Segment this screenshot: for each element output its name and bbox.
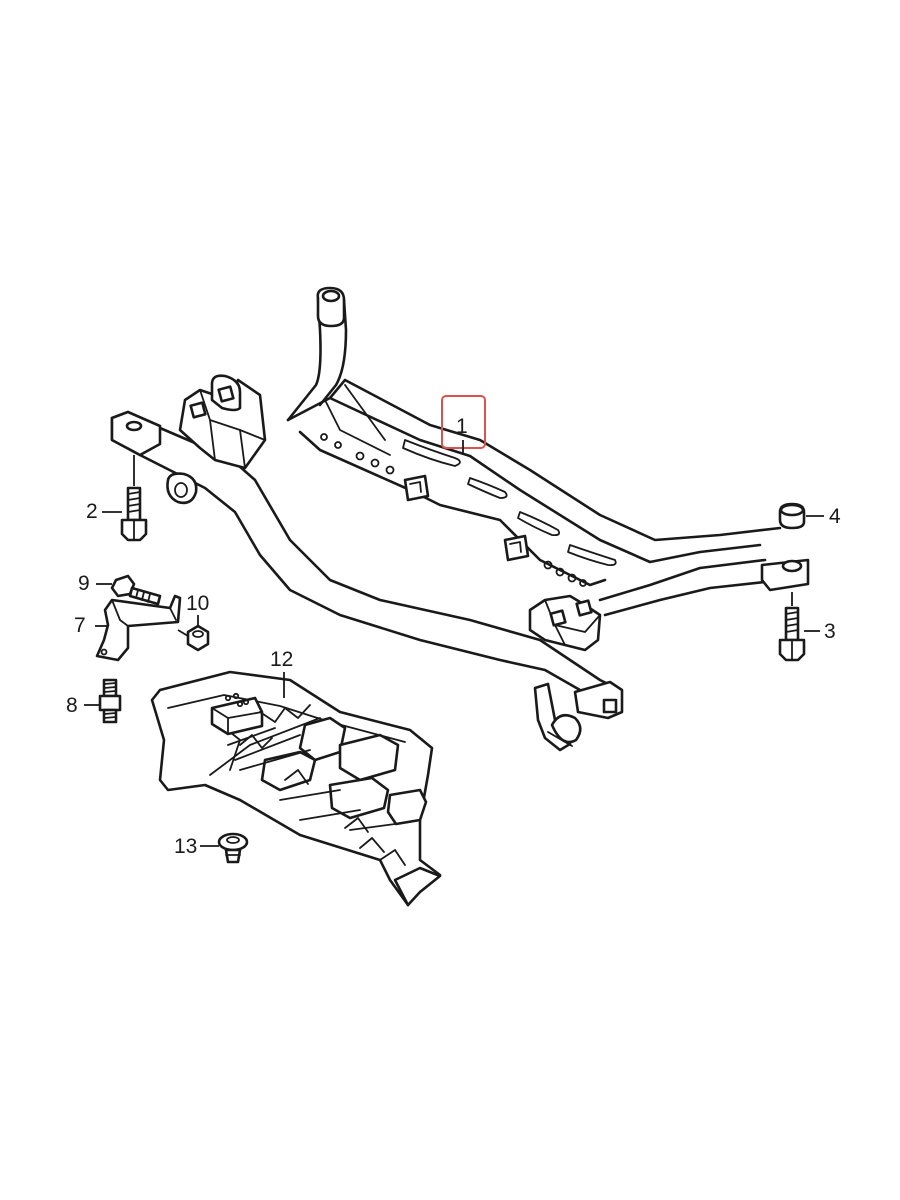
callout-label-3: 3 [824, 620, 836, 643]
callout-label-7: 7 [74, 614, 86, 637]
callout-label-4: 4 [829, 505, 841, 528]
bolt-part-3[interactable] [778, 592, 806, 662]
callout-label-2: 2 [86, 500, 98, 523]
nut-part-10[interactable] [177, 615, 210, 652]
callout-label-9: 9 [78, 572, 90, 595]
callout-label-12: 12 [270, 648, 293, 671]
callout-label-8: 8 [66, 694, 78, 717]
callout-1: 1 [441, 395, 486, 455]
clip-part-13[interactable] [200, 832, 249, 864]
bushing-part-4[interactable] [778, 502, 824, 530]
bolt-part-2[interactable] [120, 455, 148, 542]
callout-label: 1 [456, 415, 468, 438]
callout-label-13: 13 [174, 835, 197, 858]
underbody-panel-part-12[interactable] [150, 670, 442, 907]
bracket-part-7[interactable] [95, 594, 182, 662]
callout-label-10: 10 [186, 592, 209, 615]
bolt-part-9[interactable] [96, 574, 162, 606]
stud-part-8[interactable] [84, 678, 122, 724]
rear-subframe-part[interactable] [110, 286, 810, 752]
